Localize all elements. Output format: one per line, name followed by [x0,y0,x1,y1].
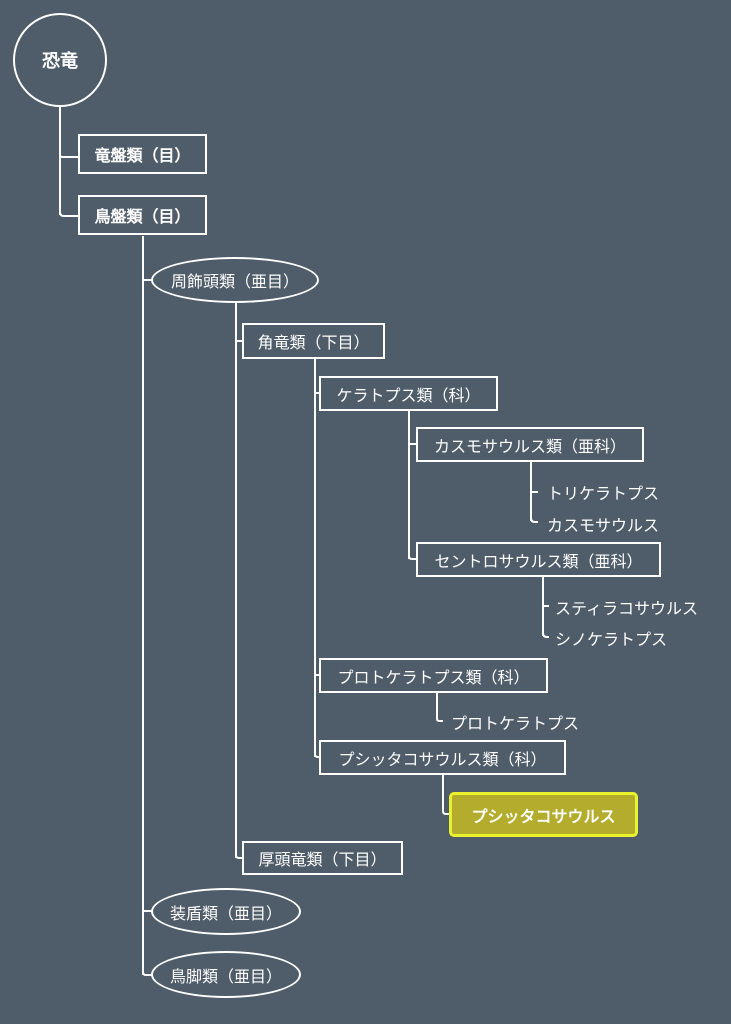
node-protoceratopsidae[interactable]: プロトケラトプス類（科） [319,658,548,693]
node-ornithopoda[interactable]: 鳥脚類（亜目） [151,951,301,998]
node-marginocephalia[interactable]: 周飾頭類（亜目） [151,257,319,303]
node-styracosaurus[interactable]: スティラコサウルス [555,599,699,618]
node-ceratopsia[interactable]: 角竜類（下目） [242,323,385,359]
node-root[interactable]: 恐竜 [13,13,107,107]
node-chasmosaurus[interactable]: カスモサウルス [547,516,660,535]
node-psittacosaurus[interactable]: プシッタコサウルス [449,792,638,837]
node-sinoceratops[interactable]: シノケラトプス [555,630,668,649]
node-triceratops[interactable]: トリケラトプス [547,484,660,503]
node-protoceratops[interactable]: プロトケラトプス [451,714,580,733]
node-centrosaurinae[interactable]: セントロサウルス類（亜科） [416,542,661,577]
node-ceratopsidae[interactable]: ケラトプス類（科） [319,376,498,411]
node-pachycephalosauria[interactable]: 厚頭竜類（下目） [242,841,403,875]
node-saurischia[interactable]: 竜盤類（目） [78,134,207,174]
node-chasmosaurinae[interactable]: カスモサウルス類（亜科） [416,427,644,462]
node-psittacosauridae[interactable]: プシッタコサウルス類（科） [319,740,566,775]
node-ornithischia[interactable]: 鳥盤類（目） [78,195,207,235]
node-thyreophora[interactable]: 装盾類（亜目） [151,888,301,935]
